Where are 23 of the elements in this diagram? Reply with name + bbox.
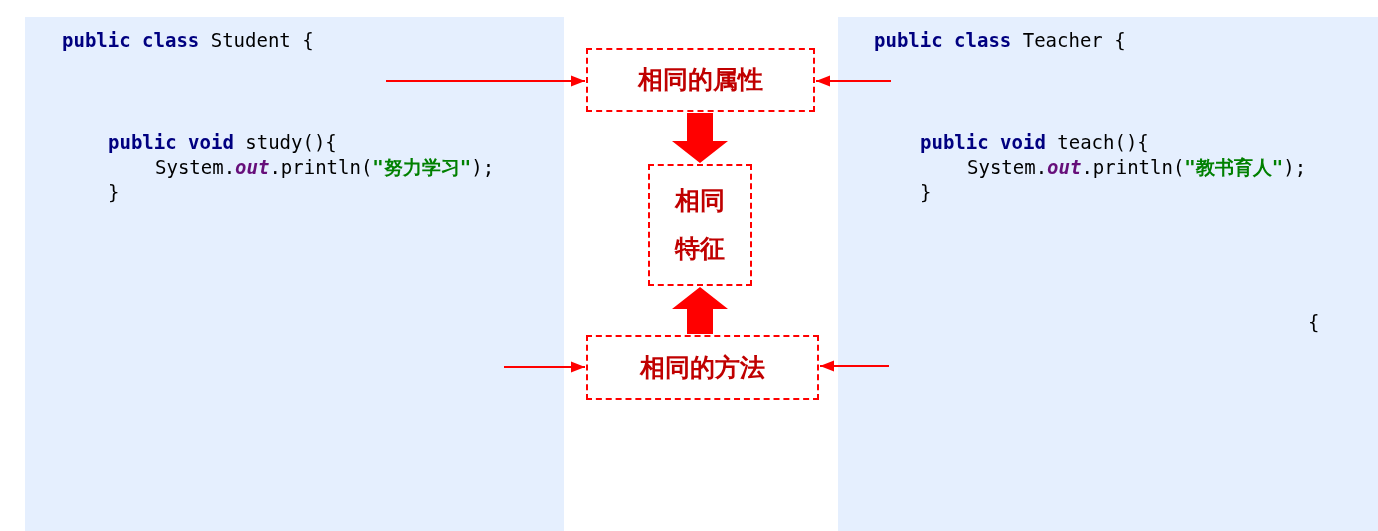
dashed-box [648, 164, 752, 286]
dashed-box [586, 335, 819, 400]
code-line: } [920, 180, 932, 205]
code-line: } [108, 180, 120, 205]
arrow [815, 75, 892, 87]
code-line: public class Teacher { [874, 28, 1126, 53]
box-title: 相同的方法 [640, 351, 765, 384]
code-line: public void teach(){ [920, 130, 1149, 155]
code-panel [838, 17, 1378, 531]
code-line: System.out.println("努力学习"); [155, 155, 495, 180]
arrow [385, 75, 586, 87]
block-arrow [672, 113, 728, 163]
box-title: 相同的属性 [638, 64, 763, 96]
code-panel [25, 17, 564, 531]
arrow [503, 361, 586, 373]
block-arrow [672, 287, 728, 334]
code-line: { [1308, 310, 1320, 335]
code-line: System.out.println("教书育人"); [967, 155, 1307, 180]
code-line: public class Student { [62, 28, 314, 53]
code-line: public void study(){ [108, 130, 337, 155]
arrow [819, 360, 890, 372]
box-title: 相同特征 [673, 185, 726, 265]
dashed-box [586, 48, 815, 112]
